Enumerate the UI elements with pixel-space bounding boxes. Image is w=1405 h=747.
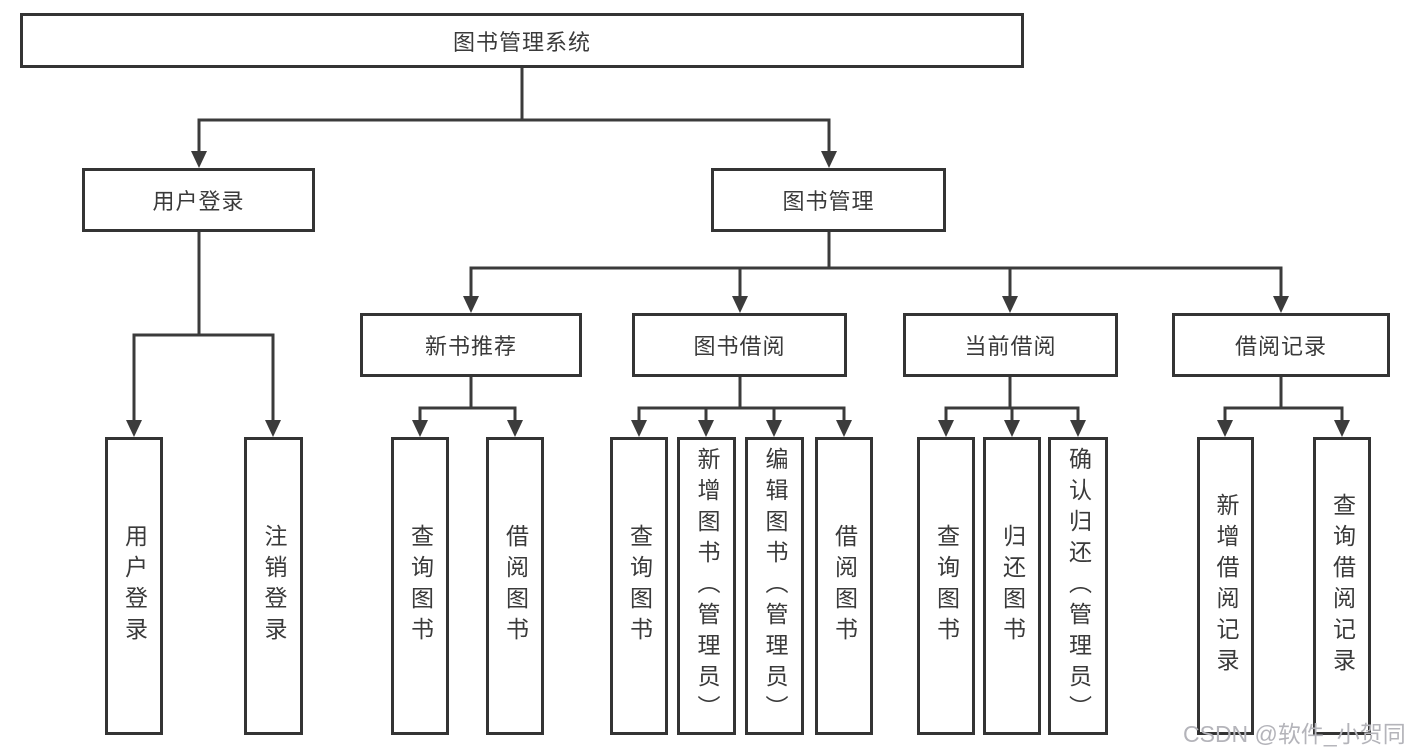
node-leaf-edit-book-admin: 编辑图书（管理员） [745, 437, 804, 735]
node-leaf-user-login: 用户登录 [105, 437, 163, 735]
node-leaf-borrow-books-1: 借阅图书 [486, 437, 544, 735]
node-leaf-query-books-3: 查询图书 [917, 437, 975, 735]
node-label: 新书推荐 [424, 334, 517, 359]
node-label: 借阅记录 [1234, 334, 1327, 359]
node-label: 编辑图书（管理员） [762, 446, 788, 726]
node-label: 新增借阅记录 [1213, 493, 1239, 679]
node-label: 当前借阅 [964, 334, 1057, 359]
node-leaf-confirm-return-admin: 确认归还（管理员） [1048, 437, 1108, 735]
node-label: 注销登录 [261, 524, 287, 648]
node-new-book-recommend: 新书推荐 [360, 313, 582, 377]
node-label: 图书借阅 [693, 334, 786, 359]
node-borrow-record: 借阅记录 [1172, 313, 1390, 377]
node-label: 查询借阅记录 [1329, 493, 1356, 679]
arrowheads [126, 151, 1350, 437]
node-label: 用户登录 [121, 524, 148, 648]
node-leaf-logout: 注销登录 [244, 437, 303, 735]
node-leaf-query-books-2: 查询图书 [610, 437, 668, 735]
node-label: 借阅图书 [831, 524, 858, 648]
node-leaf-add-borrow-record: 新增借阅记录 [1197, 437, 1254, 735]
node-label: 用户登录 [152, 189, 245, 214]
node-label: 查询图书 [626, 524, 653, 648]
node-library-management-system: 图书管理系统 [20, 13, 1024, 68]
node-label: 图书管理 [782, 189, 875, 214]
node-leaf-return-book: 归还图书 [983, 437, 1041, 735]
node-current-borrow: 当前借阅 [903, 313, 1118, 377]
node-leaf-add-book-admin: 新增图书（管理员） [677, 437, 736, 735]
node-label: 查询图书 [933, 524, 960, 648]
node-label: 图书管理系统 [452, 29, 591, 55]
node-label: 确认归还（管理员） [1065, 446, 1092, 726]
node-book-borrow: 图书借阅 [632, 313, 847, 377]
node-label: 借阅图书 [502, 524, 529, 648]
node-leaf-query-books-1: 查询图书 [391, 437, 449, 735]
node-user-login: 用户登录 [82, 168, 315, 232]
node-leaf-query-borrow-record: 查询借阅记录 [1313, 437, 1371, 735]
node-book-management: 图书管理 [711, 168, 946, 232]
node-leaf-borrow-books-2: 借阅图书 [815, 437, 873, 735]
node-label: 查询图书 [407, 524, 434, 648]
node-label: 归还图书 [999, 524, 1026, 648]
node-label: 新增图书（管理员） [694, 446, 720, 726]
